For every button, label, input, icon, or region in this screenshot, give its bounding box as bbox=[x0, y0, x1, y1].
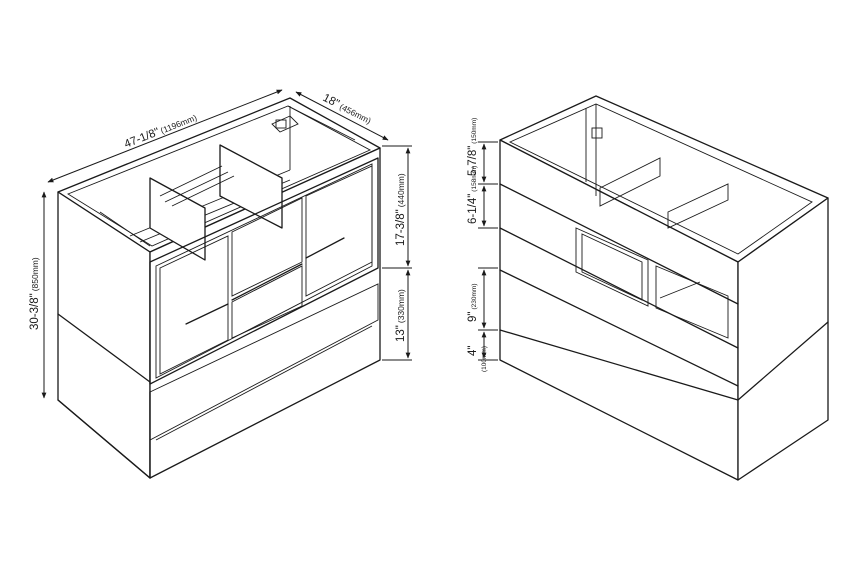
depth-label: 18" bbox=[321, 92, 341, 110]
upper-label: 17-3/8" bbox=[395, 209, 407, 246]
top-label: 5-7/8" bbox=[467, 146, 479, 176]
height-mm: (850mm) bbox=[30, 257, 40, 291]
width-label: 47-1/8" bbox=[123, 126, 162, 151]
upper-section-dimension: 17-3/8" (440mm) bbox=[382, 145, 412, 269]
front-view-cabinet bbox=[57, 97, 381, 479]
svg-text:9"(230mm): 9" (230mm) bbox=[467, 284, 479, 323]
top-section-dimension: 5-7/8" (150mm) bbox=[467, 118, 498, 185]
lower-label: 13" bbox=[395, 325, 407, 342]
svg-text:4": 4" bbox=[467, 346, 479, 356]
top-mm: (150mm) bbox=[471, 118, 478, 144]
height-label: 30-3/8" bbox=[29, 293, 41, 330]
width-mm: (1196mm) bbox=[159, 112, 198, 135]
svg-text:13"(330mm): 13" (330mm) bbox=[395, 289, 407, 342]
upper-mm: (440mm) bbox=[396, 173, 406, 207]
svg-text:30-3/8"(850mm): 30-3/8" (850mm) bbox=[29, 257, 41, 330]
third-label: 9" bbox=[467, 312, 479, 322]
back-view-cabinet bbox=[499, 95, 829, 481]
second-section-dimension: 6-1/4" (158mm) bbox=[467, 166, 498, 229]
svg-text:17-3/8"(440mm): 17-3/8" (440mm) bbox=[395, 173, 407, 246]
svg-text:5-7/8"(150mm): 5-7/8" (150mm) bbox=[467, 118, 479, 176]
bottom-section-dimension: 4" (100mm) bbox=[467, 331, 498, 372]
third-section-dimension: 9" (230mm) bbox=[467, 267, 498, 331]
lower-mm: (330mm) bbox=[396, 289, 406, 323]
bottom-mm: (100mm) bbox=[481, 346, 488, 372]
depth-mm: (456mm) bbox=[338, 101, 373, 125]
third-mm: (230mm) bbox=[471, 284, 478, 310]
svg-text:6-1/4"(158mm): 6-1/4" (158mm) bbox=[467, 166, 479, 224]
height-dimension: 30-3/8" (850mm) bbox=[29, 191, 47, 399]
second-mm: (158mm) bbox=[471, 166, 478, 192]
lower-section-dimension: 13" (330mm) bbox=[382, 269, 412, 361]
second-label: 6-1/4" bbox=[467, 194, 479, 224]
bottom-label: 4" bbox=[467, 346, 479, 356]
